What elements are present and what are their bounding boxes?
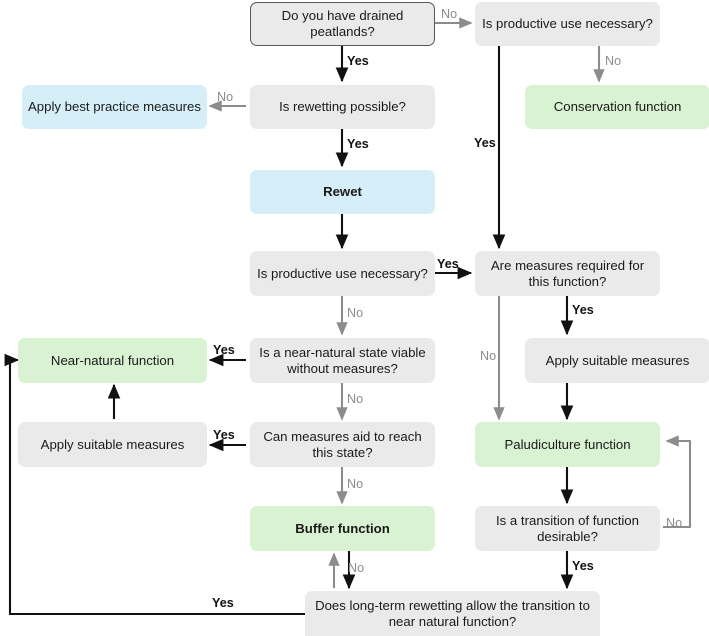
node-is-transition-desirable[interactable]: Is a transition of function desirable? [475, 506, 660, 551]
node-buffer-function[interactable]: Buffer function [250, 506, 435, 551]
edge-label-long-term-no: No [348, 561, 365, 575]
node-apply-best-practice-measures[interactable]: Apply best practice measures [22, 85, 207, 129]
node-are-measures-required[interactable]: Are measures required for this function? [475, 251, 660, 296]
edge-label-transition-no: No [666, 516, 683, 530]
node-near-natural-state-viable[interactable]: Is a near-natural state viable without m… [250, 338, 435, 383]
node-start-drained-peatlands[interactable]: Do you have drained peatlands? [250, 2, 435, 46]
node-productive-use-necessary-top[interactable]: Is productive use necessary? [475, 2, 660, 46]
edge-label-prod-use-2-yes: Yes [437, 257, 459, 271]
edge-label-meas-aid-no: No [347, 477, 364, 491]
edge-label-prod-use-1-yes: Yes [474, 136, 496, 150]
edge-label-start-yes: Yes [347, 54, 369, 68]
edge-label-transition-yes: Yes [572, 559, 594, 573]
edge-label-nn-viable-yes: Yes [213, 343, 235, 357]
edge-label-rewet-poss-yes: Yes [347, 137, 369, 151]
edge-label-start-no: No [441, 7, 458, 21]
node-is-rewetting-possible[interactable]: Is rewetting possible? [250, 85, 435, 129]
edge-label-prod-use-2-no: No [347, 306, 364, 320]
node-apply-suitable-measures-right[interactable]: Apply suitable measures [525, 338, 709, 383]
node-long-term-rewetting[interactable]: Does long-term rewetting allow the trans… [305, 591, 600, 636]
edge-label-rewet-poss-no: No [217, 90, 234, 104]
edge-label-meas-aid-yes: Yes [213, 428, 235, 442]
node-apply-suitable-measures-left[interactable]: Apply suitable measures [18, 422, 207, 467]
edge-label-meas-req-yes: Yes [572, 303, 594, 317]
node-near-natural-function[interactable]: Near-natural function [18, 338, 207, 383]
node-paludiculture-function[interactable]: Paludiculture function [475, 422, 660, 467]
node-productive-use-necessary-mid[interactable]: Is productive use necessary? [250, 251, 435, 296]
edge-label-nn-viable-no: No [347, 392, 364, 406]
edge-label-meas-req-no: No [480, 349, 497, 363]
edge-label-long-term-yes: Yes [212, 596, 234, 610]
node-rewet[interactable]: Rewet [250, 170, 435, 214]
node-conservation-function[interactable]: Conservation function [525, 85, 709, 129]
node-can-measures-aid[interactable]: Can measures aid to reach this state? [250, 422, 435, 467]
edge-label-prod-use-1-no: No [605, 54, 622, 68]
